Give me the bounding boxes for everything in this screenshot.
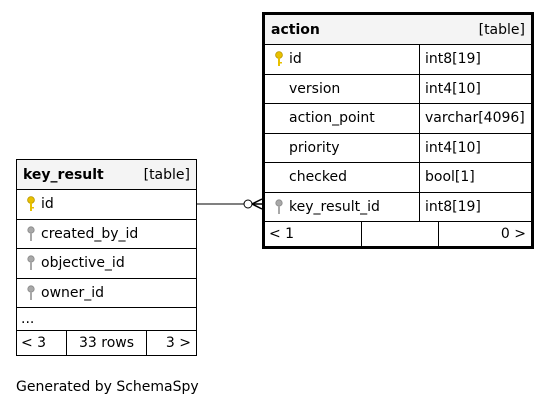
crows-foot-lower [251, 203, 263, 210]
column-row[interactable]: id int8[19] [265, 45, 531, 75]
row-count: 33 rows [67, 331, 147, 355]
foreign-key-icon [21, 226, 41, 242]
more-columns-indicator: ... [17, 308, 196, 331]
column-name: created_by_id [41, 225, 139, 242]
table-kind: [table] [478, 21, 525, 38]
column-name: checked [289, 169, 347, 186]
column-name: owner_id [41, 284, 105, 301]
row-count [362, 222, 439, 246]
children-link[interactable]: 3 > [165, 335, 191, 351]
column-type: int4[10] [425, 80, 481, 97]
column-row[interactable]: key_result_id int8[19] [265, 192, 531, 222]
table-footer: < 1 0 > [265, 222, 531, 246]
foreign-key-icon [21, 285, 41, 301]
column-type: bool[1] [425, 169, 475, 186]
table-kind: [table] [143, 166, 190, 183]
table-header[interactable]: action [table] [265, 15, 531, 45]
table-header[interactable]: key_result [table] [17, 160, 196, 190]
column-type: int8[19] [425, 198, 481, 215]
column-name: objective_id [41, 255, 125, 272]
column-type: int4[10] [425, 139, 481, 156]
column-type: int8[19] [425, 51, 481, 68]
crows-foot-upper [251, 198, 263, 205]
column-name: id [289, 51, 302, 68]
column-row[interactable]: version int4[10] [265, 74, 531, 104]
column-name: key_result_id [289, 198, 380, 215]
column-type: varchar[4096] [425, 110, 525, 127]
column-row[interactable]: created_by_id [17, 220, 196, 249]
table-footer: < 3 33 rows 3 > [17, 331, 196, 355]
primary-key-icon [269, 51, 289, 67]
column-name: version [289, 80, 341, 97]
column-row[interactable]: priority int4[10] [265, 133, 531, 163]
column-row[interactable]: owner_id [17, 279, 196, 308]
table-action[interactable]: action [table] id int8[19] version int4[… [262, 12, 534, 249]
column-row[interactable]: action_point varchar[4096] [265, 104, 531, 134]
parents-link[interactable]: < 3 [17, 331, 67, 355]
foreign-key-icon [269, 199, 289, 215]
column-row[interactable]: id [17, 190, 196, 220]
column-row[interactable]: objective_id [17, 249, 196, 279]
primary-key-icon [21, 196, 41, 212]
parents-link[interactable]: < 1 [265, 222, 362, 246]
table-name: key_result [23, 166, 104, 183]
column-name: action_point [289, 110, 375, 127]
table-name: action [271, 21, 320, 38]
column-name: id [41, 196, 54, 213]
column-name: priority [289, 139, 340, 156]
column-row[interactable]: checked bool[1] [265, 163, 531, 193]
table-key-result[interactable]: key_result [table] id created_by_id [16, 159, 197, 356]
foreign-key-icon [21, 255, 41, 271]
generator-caption: Generated by SchemaSpy [16, 379, 199, 395]
children-link[interactable]: 0 > [500, 226, 526, 242]
zero-optional-marker [243, 199, 253, 209]
